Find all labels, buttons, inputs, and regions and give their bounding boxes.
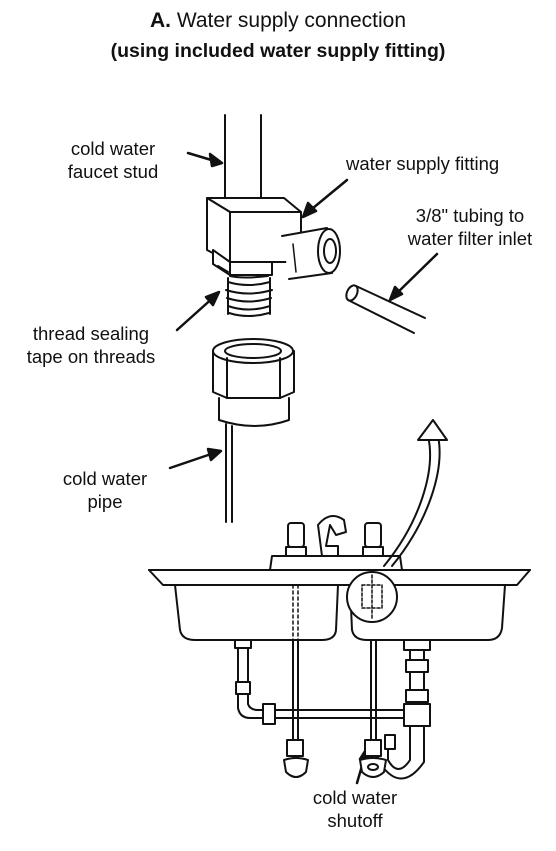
under-sink-plumbing xyxy=(234,639,431,780)
label-supply-fitting: water supply fitting xyxy=(346,153,500,174)
label-pipe-line2: pipe xyxy=(87,491,123,512)
label-tubing-line1: 3/8" tubing to xyxy=(415,205,525,226)
title-letter: A. xyxy=(149,9,171,32)
title-text: Water supply connection xyxy=(176,9,407,32)
water-supply-fitting xyxy=(206,197,341,280)
hex-coupling xyxy=(212,338,295,427)
label-faucet-stud-line2: faucet stud xyxy=(67,161,159,182)
cold-water-pipe xyxy=(225,423,233,523)
faucet-stud xyxy=(224,114,262,201)
label-tubing: 3/8" tubing to water filter inlet xyxy=(385,204,555,250)
tubing xyxy=(345,284,426,334)
label-arrows xyxy=(168,151,439,785)
sink xyxy=(148,515,531,641)
label-faucet-stud: cold water faucet stud xyxy=(38,137,188,183)
label-thread-tape-line1: thread sealing xyxy=(32,323,150,344)
label-shutoff-line2: shutoff xyxy=(327,810,383,831)
label-shutoff: cold water shutoff xyxy=(290,786,420,832)
zoom-arrow xyxy=(383,419,448,567)
label-thread-tape-line2: tape on threads xyxy=(26,346,156,367)
label-pipe-line1: cold water xyxy=(62,468,148,489)
diagram-subtitle: (using included water supply fitting) xyxy=(110,40,446,62)
label-faucet-stud-line1: cold water xyxy=(70,138,156,159)
label-cold-water-pipe: cold water pipe xyxy=(40,467,170,513)
diagram-title: A. Water supply connection xyxy=(0,8,556,34)
label-tubing-line2: water filter inlet xyxy=(407,228,533,249)
label-shutoff-line1: cold water xyxy=(312,787,398,808)
label-thread-tape: thread sealing tape on threads xyxy=(6,322,176,368)
threads xyxy=(225,275,273,317)
